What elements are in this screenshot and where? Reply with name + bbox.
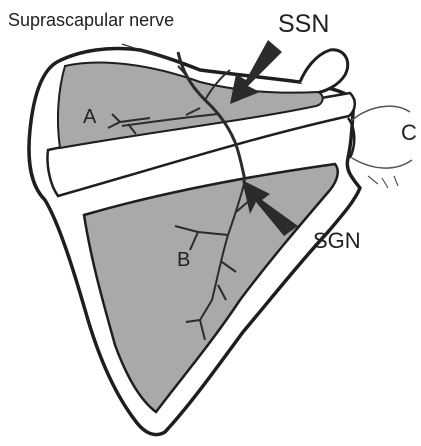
humerus-strokes bbox=[368, 176, 398, 188]
coracoid-process bbox=[300, 50, 348, 94]
region-c-label: C bbox=[401, 122, 417, 144]
sgn-label: SGN bbox=[313, 230, 361, 252]
suprascapular-nerve-label: Suprascapular nerve bbox=[8, 11, 174, 29]
region-b-label: B bbox=[177, 250, 190, 270]
region-a-label: A bbox=[83, 107, 96, 127]
ssn-label: SSN bbox=[278, 12, 329, 37]
